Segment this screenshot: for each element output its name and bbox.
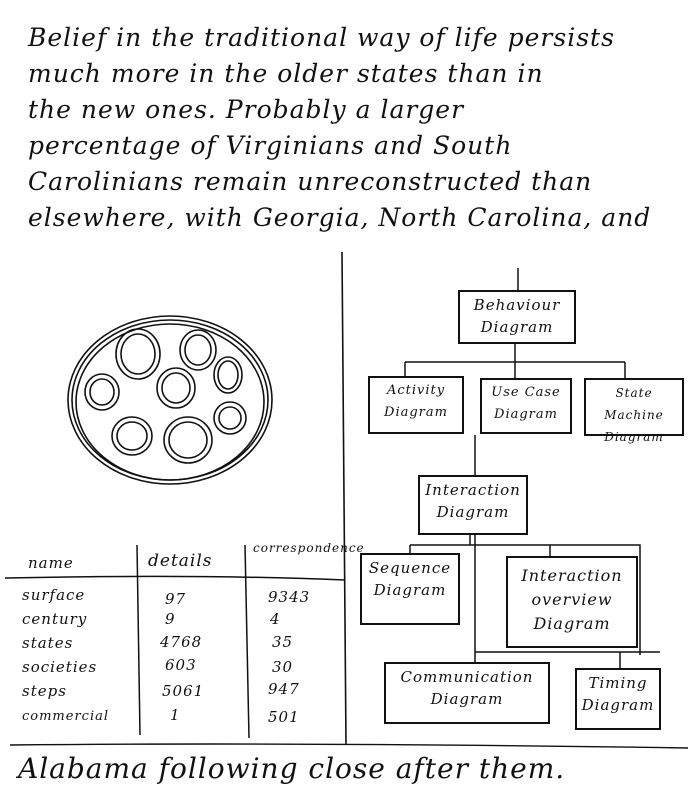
- table-cell: 947: [268, 680, 300, 698]
- bottom-divider: [9, 743, 688, 749]
- node-behaviour-diagram: Behaviour Diagram: [458, 290, 576, 344]
- table-cell: 9343: [268, 588, 311, 606]
- paragraph-line: Belief in the traditional way of life pe…: [28, 23, 615, 52]
- node-state-machine-diagram: State Machine Diagram: [584, 378, 684, 444]
- table-cell: century: [22, 610, 88, 628]
- table-cell: steps: [22, 682, 67, 700]
- table-cell: states: [22, 634, 74, 652]
- node-sequence-diagram: Sequence Diagram: [360, 553, 460, 625]
- table-cell: 97: [165, 590, 187, 608]
- paragraph-line: elsewhere, with Georgia, North Carolina,…: [28, 203, 652, 232]
- diagram-connectors: [404, 268, 660, 668]
- handwritten-footer: Alabama following close after them.: [18, 752, 566, 785]
- table-cell: 4768: [160, 633, 203, 651]
- paragraph-line: much more in the older states than in: [28, 59, 544, 88]
- table-header-name: name: [28, 554, 74, 572]
- paragraph-line: the new ones. Probably a larger: [28, 95, 465, 124]
- vertical-divider: [341, 251, 347, 746]
- node-communication-diagram: Communication Diagram: [384, 662, 550, 724]
- lotus-pod-drawing: [67, 315, 273, 485]
- table-cell: commercial: [22, 709, 110, 724]
- node-interaction-diagram: Interaction Diagram: [418, 475, 528, 535]
- table-cell: surface: [22, 586, 86, 604]
- paragraph-line: percentage of Virginians and South: [28, 131, 513, 160]
- table-cell: 4: [270, 610, 281, 628]
- node-use-case-diagram: Use Case Diagram: [480, 378, 572, 434]
- node-timing-diagram: Timing Diagram: [575, 668, 661, 730]
- table-cell: societies: [22, 658, 98, 676]
- handwritten-paragraph: Belief in the traditional way of life pe…: [28, 20, 678, 236]
- table-cell: 30: [272, 658, 294, 676]
- table-cell: 9: [165, 610, 176, 628]
- node-interaction-overview-diagram: Interaction overview Diagram: [506, 556, 638, 648]
- table-cell: 35: [272, 633, 294, 651]
- table-cell: 603: [165, 656, 197, 674]
- table-header-details: details: [148, 551, 213, 571]
- table-grid: [4, 544, 346, 739]
- node-activity-diagram: Activity Diagram: [368, 376, 464, 434]
- table-cell: 1: [170, 706, 181, 724]
- table-cell: 5061: [162, 682, 205, 700]
- paragraph-line: Carolinians remain unreconstructed than: [28, 167, 593, 196]
- table-cell: 501: [268, 708, 300, 726]
- table-header-correspondence: correspondence: [253, 541, 365, 555]
